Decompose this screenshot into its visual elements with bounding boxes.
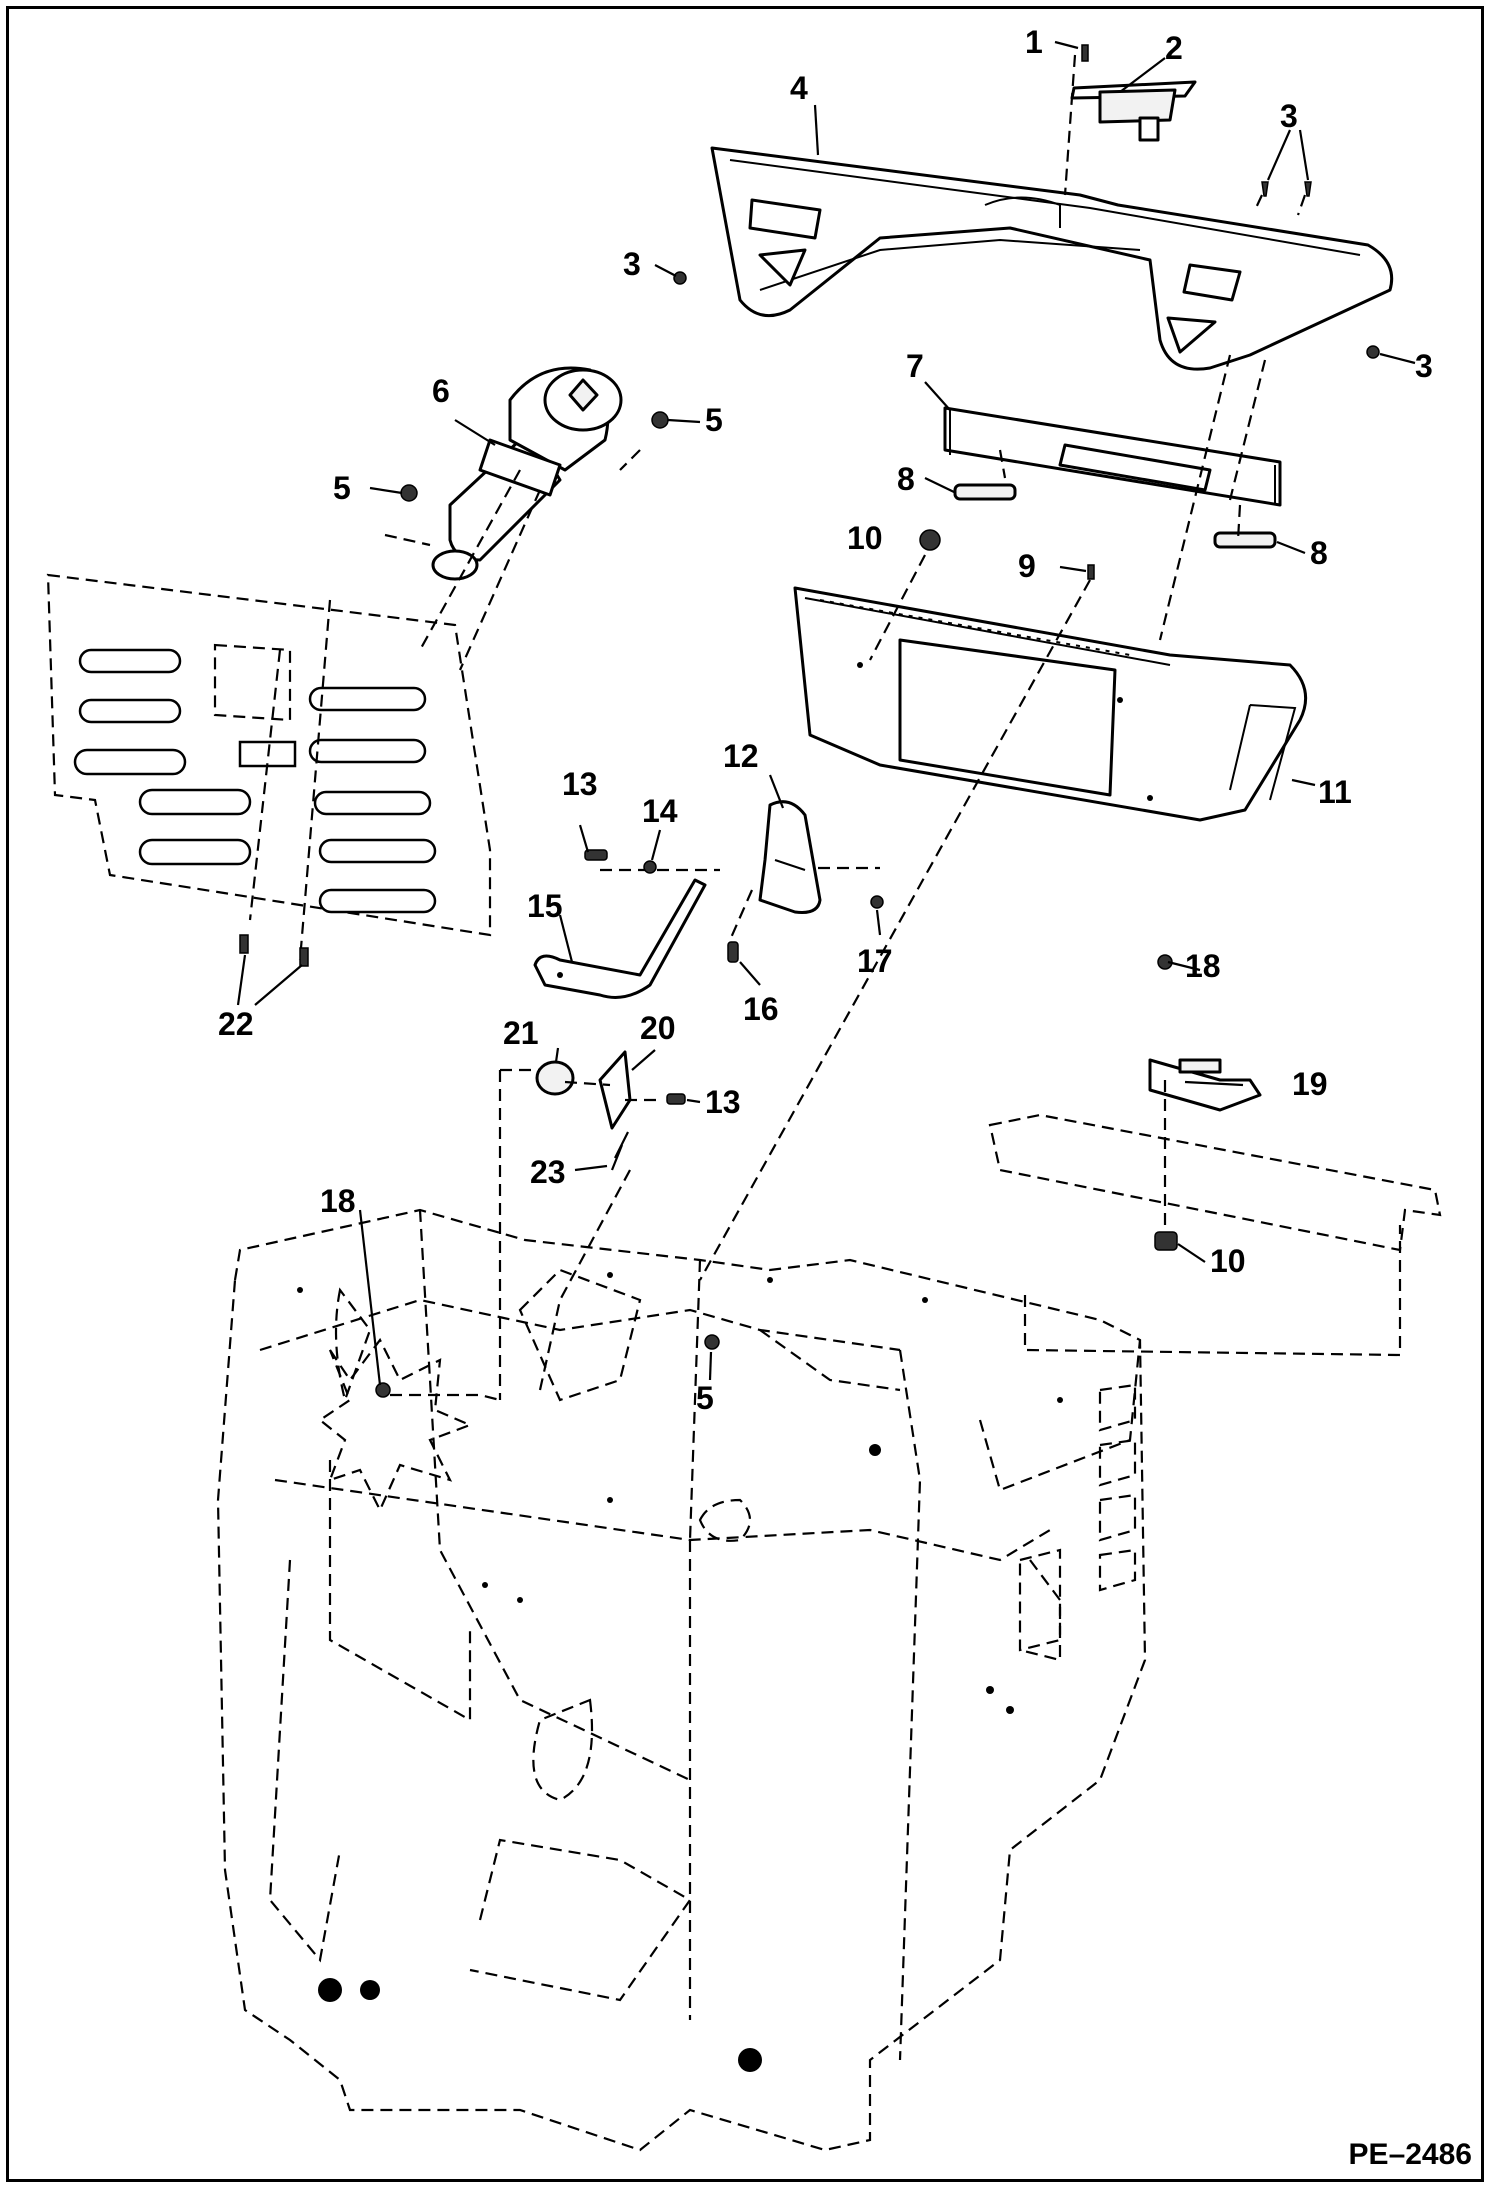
latch-part-12 bbox=[758, 800, 822, 914]
spring-part-23 bbox=[610, 1131, 629, 1171]
callout-20: 20 bbox=[640, 1010, 676, 1046]
main-frame bbox=[216, 1208, 1147, 2152]
leader-lines bbox=[236, 40, 1416, 1386]
callout-3-left: 3 bbox=[623, 246, 641, 282]
drawing-code: PE–2486 bbox=[1348, 2138, 1472, 2171]
callout-17: 17 bbox=[857, 943, 893, 979]
callout-8-right: 8 bbox=[1310, 535, 1328, 571]
callout-2: 2 bbox=[1165, 30, 1183, 66]
callout-7: 7 bbox=[906, 348, 924, 384]
bracket-part-7 bbox=[943, 406, 1282, 507]
diagram-border bbox=[6, 6, 1484, 2182]
callout-4: 4 bbox=[790, 70, 808, 106]
callout-3-top: 3 bbox=[1280, 98, 1298, 134]
grille-panel bbox=[46, 573, 492, 937]
top-cover-part-4 bbox=[710, 80, 1394, 371]
callout-10-top: 10 bbox=[847, 520, 883, 556]
fasteners bbox=[239, 44, 1380, 1398]
callout-1: 1 bbox=[1025, 24, 1043, 60]
callout-11: 11 bbox=[1318, 774, 1352, 810]
callout-18-right: 18 bbox=[1185, 948, 1221, 984]
callout-5-beacon-right: 5 bbox=[705, 402, 723, 438]
callout-18-left: 18 bbox=[320, 1183, 356, 1219]
handle-part-15 bbox=[533, 878, 707, 999]
callout-15: 15 bbox=[527, 888, 563, 924]
pad-part-8-left bbox=[953, 483, 1017, 501]
callout-5-beacon-left: 5 bbox=[333, 470, 351, 506]
callout-19: 19 bbox=[1292, 1066, 1328, 1102]
callout-5-frame: 5 bbox=[696, 1380, 714, 1416]
bracket-part-20 bbox=[598, 1050, 632, 1130]
beacon-light-part-6 bbox=[431, 366, 623, 581]
bushing-part-21 bbox=[535, 1060, 575, 1096]
callout-8-left: 8 bbox=[897, 461, 915, 497]
callout-21: 21 bbox=[503, 1015, 539, 1051]
callout-13-bottom: 13 bbox=[705, 1084, 741, 1120]
callout-10-bottom: 10 bbox=[1210, 1243, 1246, 1279]
callout-16: 16 bbox=[743, 991, 779, 1027]
tray-part-11 bbox=[793, 586, 1308, 822]
pad-part-8-right bbox=[1213, 531, 1277, 549]
callout-13-top: 13 bbox=[562, 766, 598, 802]
callout-22: 22 bbox=[218, 1006, 254, 1042]
callout-9: 9 bbox=[1018, 548, 1036, 584]
callout-23: 23 bbox=[530, 1154, 566, 1190]
callout-6: 6 bbox=[432, 373, 450, 409]
callout-14: 14 bbox=[642, 793, 678, 829]
rail-part-19 bbox=[988, 1058, 1442, 1252]
callout-3-right: 3 bbox=[1415, 348, 1433, 384]
assembly-lines bbox=[248, 54, 1402, 1402]
callout-12: 12 bbox=[723, 738, 759, 774]
